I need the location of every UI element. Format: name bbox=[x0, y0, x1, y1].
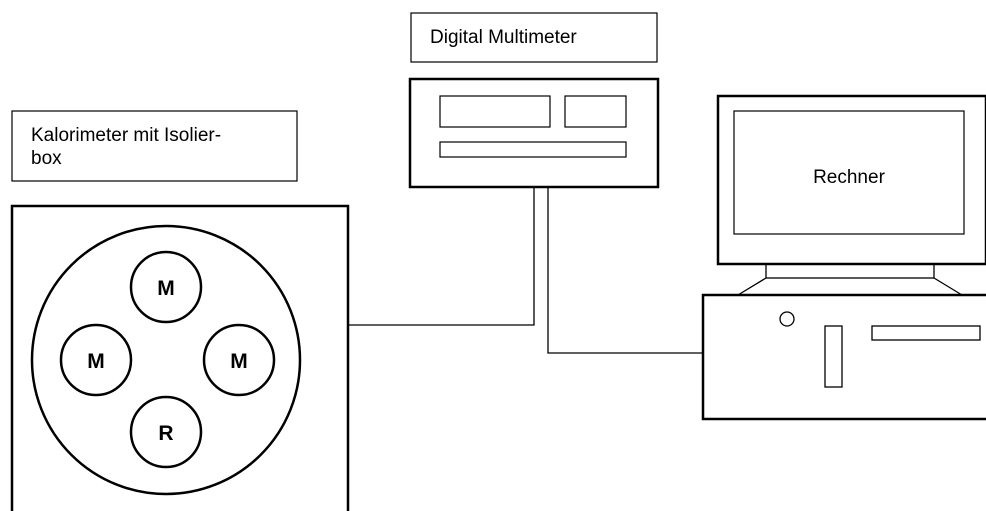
multimeter-device bbox=[408, 77, 660, 189]
monitor-stand bbox=[765, 263, 935, 279]
multimeter-label: Digital Multimeter bbox=[430, 27, 577, 48]
drive-slot-horizontal bbox=[871, 325, 981, 341]
multimeter-label-box bbox=[410, 12, 658, 63]
cell-label-bottom: R bbox=[158, 422, 173, 445]
calorimeter-label-line1: Kalorimeter mit Isolier- bbox=[31, 125, 222, 146]
cable-multimeter-computer bbox=[547, 187, 703, 354]
power-button-icon bbox=[779, 311, 795, 327]
calorimeter-outer-ring bbox=[30, 224, 302, 496]
cell-circle-right bbox=[202, 323, 276, 397]
computer-case bbox=[701, 293, 986, 421]
cell-circle-bottom bbox=[129, 395, 203, 469]
cable-calorimeter-multimeter bbox=[348, 187, 535, 326]
cell-label-top: M bbox=[157, 277, 175, 300]
cell-label-right: M bbox=[230, 350, 248, 373]
cell-circle-top bbox=[129, 250, 203, 324]
calorimeter-box bbox=[10, 204, 350, 511]
drive-slot-vertical bbox=[824, 325, 843, 388]
monitor-base bbox=[737, 277, 963, 296]
computer-label: Rechner bbox=[813, 167, 885, 188]
cell-label-left: M bbox=[87, 350, 105, 373]
multimeter-control-strip bbox=[439, 141, 627, 158]
multimeter-display-main bbox=[439, 95, 551, 128]
cell-circle-left bbox=[59, 323, 133, 397]
calorimeter-label-line2: box bbox=[31, 148, 62, 169]
monitor-screen bbox=[733, 110, 965, 235]
multimeter-display-secondary bbox=[564, 95, 627, 128]
calorimeter-label-box bbox=[11, 110, 298, 182]
